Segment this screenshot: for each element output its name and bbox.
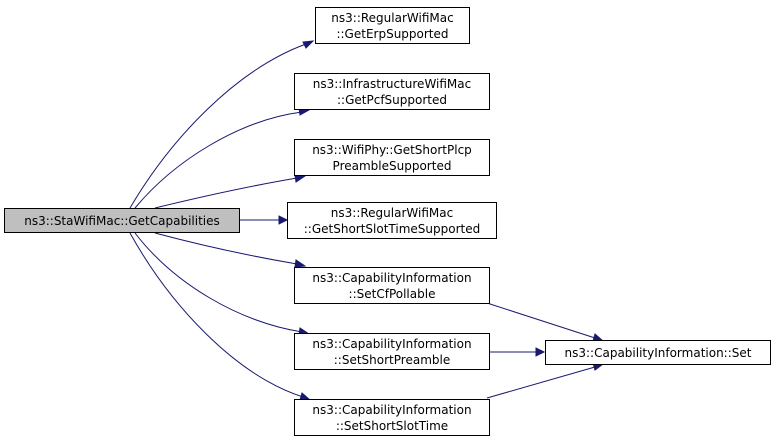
node-infrastructure-wifi-mac-get-pcf-supported[interactable]: ns3::InfrastructureWifiMac ::GetPcfSuppo… <box>294 73 490 110</box>
node-line-1: ns3::RegularWifiMac <box>330 205 454 220</box>
edge-root-to-get-erp-supported <box>129 43 307 209</box>
node-line-1: ns3::CapabilityInformation <box>312 336 472 351</box>
arrowhead-short-preamble-set <box>535 347 546 357</box>
node-line-1: ns3::WifiPhy::GetShortPlcp <box>312 142 472 157</box>
node-line-2: ::GetPcfSupported <box>337 92 447 107</box>
arrowhead-get-erp-supported <box>302 40 315 49</box>
node-regular-wifi-mac-get-short-slot-time-supported[interactable]: ns3::RegularWifiMac ::GetShortSlotTimeSu… <box>287 202 497 239</box>
node-line-2: ::SetShortSlotTime <box>335 418 449 433</box>
node-wifi-phy-get-short-plcp-preamble-supported[interactable]: ns3::WifiPhy::GetShortPlcp PreambleSuppo… <box>294 139 490 176</box>
arrowhead-get-short-plcp-preamble <box>294 174 307 183</box>
node-line-1: ns3::RegularWifiMac <box>331 10 454 25</box>
node-capability-information-set[interactable]: ns3::CapabilityInformation::Set <box>545 340 771 365</box>
edge-root-to-set-cf-pollable <box>154 232 298 265</box>
edge-set-cf-pollable-to-set <box>486 302 596 339</box>
node-regular-wifi-mac-get-erp-supported[interactable]: ns3::RegularWifiMac ::GetErpSupported <box>315 7 470 44</box>
edge-root-to-set-short-slot-time <box>129 232 304 398</box>
arrowhead-set-cf-pollable <box>294 259 307 268</box>
node-line-1: ns3::CapabilityInformation <box>312 270 472 285</box>
node-capability-information-set-short-slot-time[interactable]: ns3::CapabilityInformation ::SetShortSlo… <box>294 399 490 436</box>
edge-root-to-get-pcf-supported <box>134 111 303 209</box>
root-node-label: ns3::StaWifiMac::GetCapabilities <box>24 213 220 228</box>
edge-root-to-get-short-plcp-preamble <box>154 177 298 209</box>
node-capability-information-set-short-preamble[interactable]: ns3::CapabilityInformation ::SetShortPre… <box>294 333 490 370</box>
edge-set-short-slot-time-to-set <box>486 366 596 399</box>
root-node-get-capabilities: ns3::StaWifiMac::GetCapabilities <box>4 208 240 233</box>
node-capability-information-set-cf-pollable[interactable]: ns3::CapabilityInformation ::SetCfPollab… <box>294 267 490 304</box>
node-line-1: ns3::CapabilityInformation <box>312 402 472 417</box>
edge-root-to-set-short-preamble <box>134 232 303 333</box>
node-line-1: ns3::InfrastructureWifiMac <box>312 76 472 91</box>
node-line-2: ::GetErpSupported <box>336 26 449 41</box>
node-line-2: ::GetShortSlotTimeSupported <box>303 221 481 236</box>
node-line-2: ::SetShortPreamble <box>333 352 451 367</box>
node-line-2: ::SetCfPollable <box>348 286 436 301</box>
leaf-node-label: ns3::CapabilityInformation::Set <box>564 345 752 360</box>
node-line-2: PreambleSupported <box>332 158 452 173</box>
arrowhead-get-short-slot-time <box>278 215 289 225</box>
